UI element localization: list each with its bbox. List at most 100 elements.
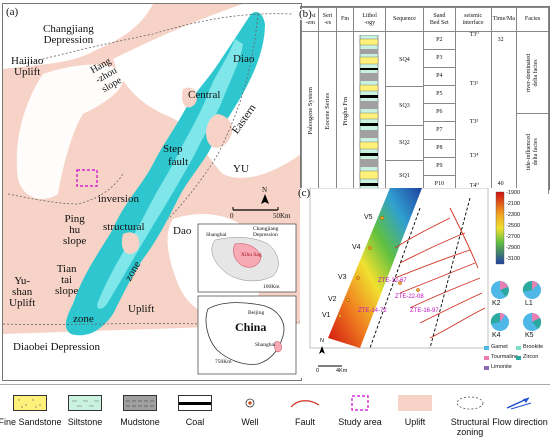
sand-set-cell: P2 P3 P4 P5 P6 P7 P8 P9 P10 — [422, 31, 456, 194]
flow-direction-arrow-icon — [503, 395, 537, 411]
fm-cell: Pinghu Fm — [335, 31, 355, 194]
sequence-sq3: SQ3 — [386, 87, 423, 126]
well-label-v5: V5 — [364, 214, 373, 221]
pie-label-k4: K4 — [492, 332, 501, 339]
pie-legend-garnet: Garnet — [491, 344, 508, 350]
well-label-v4: V4 — [352, 244, 361, 251]
changjiang-depression-area — [3, 4, 153, 69]
scale-label-c: 4Km — [336, 368, 348, 374]
mudstone-pattern-icon — [123, 395, 157, 411]
sand-p6: P6 — [423, 104, 455, 122]
haijiao-uplift-label: Haijiao Uplift — [11, 55, 44, 78]
sand-p10: P10 — [434, 181, 444, 187]
detail-panel-c: (c) — [298, 187, 548, 378]
facies-tide: tide-influenced delta facies — [525, 133, 539, 171]
pie-legend-tourmaline: Tourmaline — [491, 354, 518, 360]
step-label: Step — [163, 143, 183, 155]
pie-label-l1: L1 — [525, 300, 533, 307]
facies-river: river-dominated delta facies — [525, 54, 539, 93]
colorbar-tick-3: -2500 — [506, 223, 521, 229]
strat-panel-b: (b) Syst -em Seri -es Fm Lithol -ogy Seq… — [299, 6, 550, 194]
sequence-sq1: SQ1 — [399, 173, 410, 179]
header-fm: Fm — [335, 7, 355, 32]
interface-t33: T3³ — [469, 118, 479, 125]
panel-a-label: (a) — [6, 6, 19, 18]
central-label: Central — [188, 89, 221, 101]
well-label-v3: V3 — [338, 274, 347, 281]
table-header-row: Syst -em Seri -es Fm Lithol -ogy Sequenc… — [300, 7, 549, 32]
zoning-line — [7, 173, 124, 205]
dao-label: Dao — [173, 225, 192, 237]
siltstone-pattern-icon — [68, 395, 102, 411]
yushan-uplift-label: Yu- shan Uplift — [9, 275, 36, 309]
structural-zoning-outline-icon — [453, 395, 487, 411]
mineral-pies — [490, 280, 542, 331]
header-seismic: seismic interface — [454, 7, 492, 32]
sequence-cell: SQ4 SQ3 SQ2 SQ1 — [385, 31, 424, 194]
sand-p8: P8 — [423, 140, 455, 158]
stratigraphy-table: Syst -em Seri -es Fm Lithol -ogy Sequenc… — [300, 7, 549, 194]
legend-label: Flow direction — [492, 417, 548, 427]
series-text: Eocene Series — [324, 92, 332, 130]
legend-uplift: Uplift — [385, 391, 445, 441]
legend-coal: Coal — [165, 391, 225, 441]
study-area-box — [76, 169, 98, 187]
changjiang-depression-label: Changjiang Depression — [43, 23, 94, 46]
sand-p5: P5 — [423, 86, 455, 104]
facies-cell: river-dominated delta facies tide-influe… — [516, 31, 549, 194]
inset-xihu-label: Xihu Sag — [241, 252, 262, 258]
coal-pattern-icon — [178, 395, 212, 411]
legend-label: Fine Sandstone — [0, 417, 62, 427]
legend-siltstone: Siltstone — [55, 391, 115, 441]
inset-scale-label: 100Km — [263, 284, 280, 290]
well-label-v2: V2 — [328, 296, 337, 303]
pie-legend-brookite: Brookite — [523, 344, 544, 350]
scale-zero-c: 0 — [316, 368, 320, 374]
header-series: Seri -es — [318, 7, 337, 32]
pie-l1 — [522, 280, 541, 299]
pie-k2 — [491, 281, 509, 299]
system-cell: Paleogene System — [300, 31, 320, 194]
uplift-fill-icon — [398, 395, 432, 411]
sand-p4: P4 — [423, 68, 455, 86]
pie-k4 — [490, 312, 509, 331]
fault-label: fault — [168, 156, 189, 168]
pie-legend: Garnet Brookite Tourmaline Zircon Limoni… — [484, 344, 548, 376]
beijing-label: Beijing — [248, 310, 265, 316]
legend-fault: Fault — [275, 391, 335, 441]
depth-map — [309, 188, 505, 367]
legend-structural-zoning: Structural zoning — [440, 391, 500, 441]
china-outline — [205, 302, 285, 365]
slope-area — [16, 64, 124, 199]
lithology-cell — [353, 31, 387, 194]
sand-p9: P9 — [423, 158, 455, 176]
china-shanghai-label: Shanghai — [255, 342, 276, 348]
legend-label: Fault — [294, 417, 315, 427]
header-facies: Facies — [516, 7, 549, 32]
boundary-dashes — [369, 197, 471, 349]
structural-label: structural — [103, 221, 145, 233]
panel-c-label: (c) — [298, 187, 311, 199]
time-top: 32 — [497, 36, 504, 43]
colorbar-tick-5: -2900 — [506, 245, 521, 251]
interface-t34: T3⁴ — [469, 152, 479, 159]
legend-flow-direction: Flow direction — [490, 391, 550, 441]
colorbar-tick-4: -2700 — [506, 234, 521, 240]
panel-b-label: (b) — [299, 8, 312, 20]
legend-study-area: Study area — [330, 391, 390, 441]
zone-label-low: zone — [73, 313, 94, 325]
legend-well: Well — [220, 391, 280, 441]
uplift-patch — [121, 232, 140, 254]
inversion-label: inversion — [98, 193, 139, 205]
study-area-box-icon — [343, 395, 377, 411]
china-scale-label: 750Km — [215, 359, 232, 365]
well-id-1: ZTE-12-67 — [378, 278, 407, 284]
well-id-2: ZTE-22-08 — [395, 294, 424, 300]
time-bottom: 40 — [497, 180, 504, 187]
well-symbol-icon — [233, 395, 267, 411]
depth-colorbar — [495, 191, 505, 265]
colorbar-tick-2: -2300 — [506, 212, 521, 218]
seismic-cell: T3⁰ T3² T3³ T3⁴ T4⁰ — [454, 31, 492, 194]
legend-label: Uplift — [404, 417, 426, 427]
study-location-marker — [274, 341, 282, 353]
